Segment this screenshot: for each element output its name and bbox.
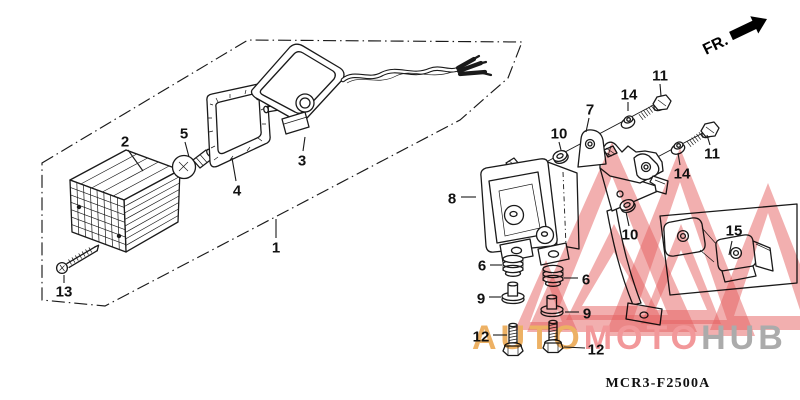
part-label-8: 8 [448, 191, 476, 208]
part-label-12: 12 [563, 342, 605, 359]
part-label-4: 4 [231, 157, 242, 200]
part-number: 6 [582, 272, 590, 289]
part-number: 11 [652, 68, 668, 85]
wire-harness [340, 54, 493, 84]
gasket [206, 82, 271, 168]
part-label-1: 1 [272, 219, 280, 257]
part-label-3: 3 [298, 136, 306, 170]
washer-icon [552, 149, 569, 165]
leader-line [563, 346, 586, 349]
leader-line [558, 141, 562, 151]
part-number: 4 [233, 183, 242, 200]
collar-icon [501, 281, 525, 305]
taillight-lens [69, 149, 181, 253]
part-number: 10 [551, 126, 568, 143]
leader-line [231, 157, 237, 182]
nut-icon [620, 115, 636, 129]
taillight-housing [480, 157, 580, 266]
fr-arrow-icon [729, 16, 767, 41]
part-number: 14 [674, 166, 691, 183]
lens-screw-hole [76, 204, 82, 210]
leader-line [677, 152, 681, 166]
part-label-9: 9 [565, 306, 591, 323]
part-label-7: 7 [585, 102, 594, 133]
leader-line [706, 134, 711, 146]
triangle-icon [515, 260, 577, 330]
bracket-ear [633, 153, 660, 181]
leader-line [625, 211, 630, 227]
part-number: 3 [298, 153, 306, 170]
rubber-grommet-icon [502, 254, 524, 277]
part-label-10: 10 [622, 211, 639, 244]
part-label-15: 15 [726, 223, 743, 256]
part-number: 9 [583, 306, 591, 323]
leader-line [585, 117, 590, 133]
part-label-13: 13 [56, 275, 73, 301]
part-number: 2 [121, 134, 129, 151]
part-label-14: 14 [621, 87, 638, 111]
part-number: 14 [621, 87, 638, 104]
leader-line [127, 149, 144, 172]
part-label-12: 12 [473, 329, 507, 346]
part-label-9: 9 [477, 291, 501, 308]
leader-line [302, 136, 306, 152]
part-number: 8 [448, 191, 456, 208]
part-label-10: 10 [551, 126, 568, 151]
base-tab [281, 111, 310, 135]
fr-label: FR. [700, 32, 731, 59]
part-number: 13 [56, 284, 73, 301]
part-label-11: 11 [704, 134, 720, 163]
part-number: 9 [477, 291, 485, 308]
part-number: 6 [478, 258, 486, 275]
part-label-6: 6 [478, 258, 502, 275]
part-number: 5 [180, 126, 188, 143]
part-label-11: 11 [652, 68, 668, 97]
triangle-icon [605, 148, 755, 336]
mount-screw [55, 244, 100, 275]
bracket-tab [577, 129, 607, 168]
part-number: 12 [588, 342, 605, 359]
fr-arrow: FR. [700, 16, 767, 59]
triangle-logo-icon [515, 142, 800, 336]
brand-hub: HUB [701, 319, 787, 357]
lens-screw-hole [116, 233, 122, 239]
part-number: 15 [726, 223, 743, 240]
flange-bolt-icon [502, 322, 524, 357]
leader-line [728, 240, 733, 256]
watermark-brand-text: AUTOMOTOHUB [472, 319, 787, 357]
bullet-connector [455, 54, 493, 77]
part-number: 1 [272, 240, 280, 257]
bulb [171, 148, 214, 180]
leader-line [184, 141, 190, 158]
part-label-2: 2 [121, 134, 144, 172]
part-label-14: 14 [674, 152, 691, 183]
assembly-outline [41, 39, 523, 307]
brand-auto: AUTO [472, 319, 584, 357]
hex-bolt-icon [686, 121, 720, 148]
part-code: MCR3-F2500A [606, 376, 711, 391]
part-number: 7 [586, 102, 594, 119]
leader-line [659, 83, 662, 97]
taillight-base [250, 43, 345, 135]
part-label-6: 6 [564, 272, 590, 289]
part-number: 11 [704, 146, 720, 163]
part-number: 12 [473, 329, 490, 346]
part-number: 10 [622, 227, 639, 244]
brand-moto: MOTO [584, 319, 701, 357]
watermark: AUTOMOTOHUB [472, 142, 800, 357]
hex-bolt-icon [638, 94, 672, 121]
triangle-icon [641, 224, 721, 324]
part-label-5: 5 [180, 126, 190, 158]
triangle-icon [710, 183, 800, 330]
